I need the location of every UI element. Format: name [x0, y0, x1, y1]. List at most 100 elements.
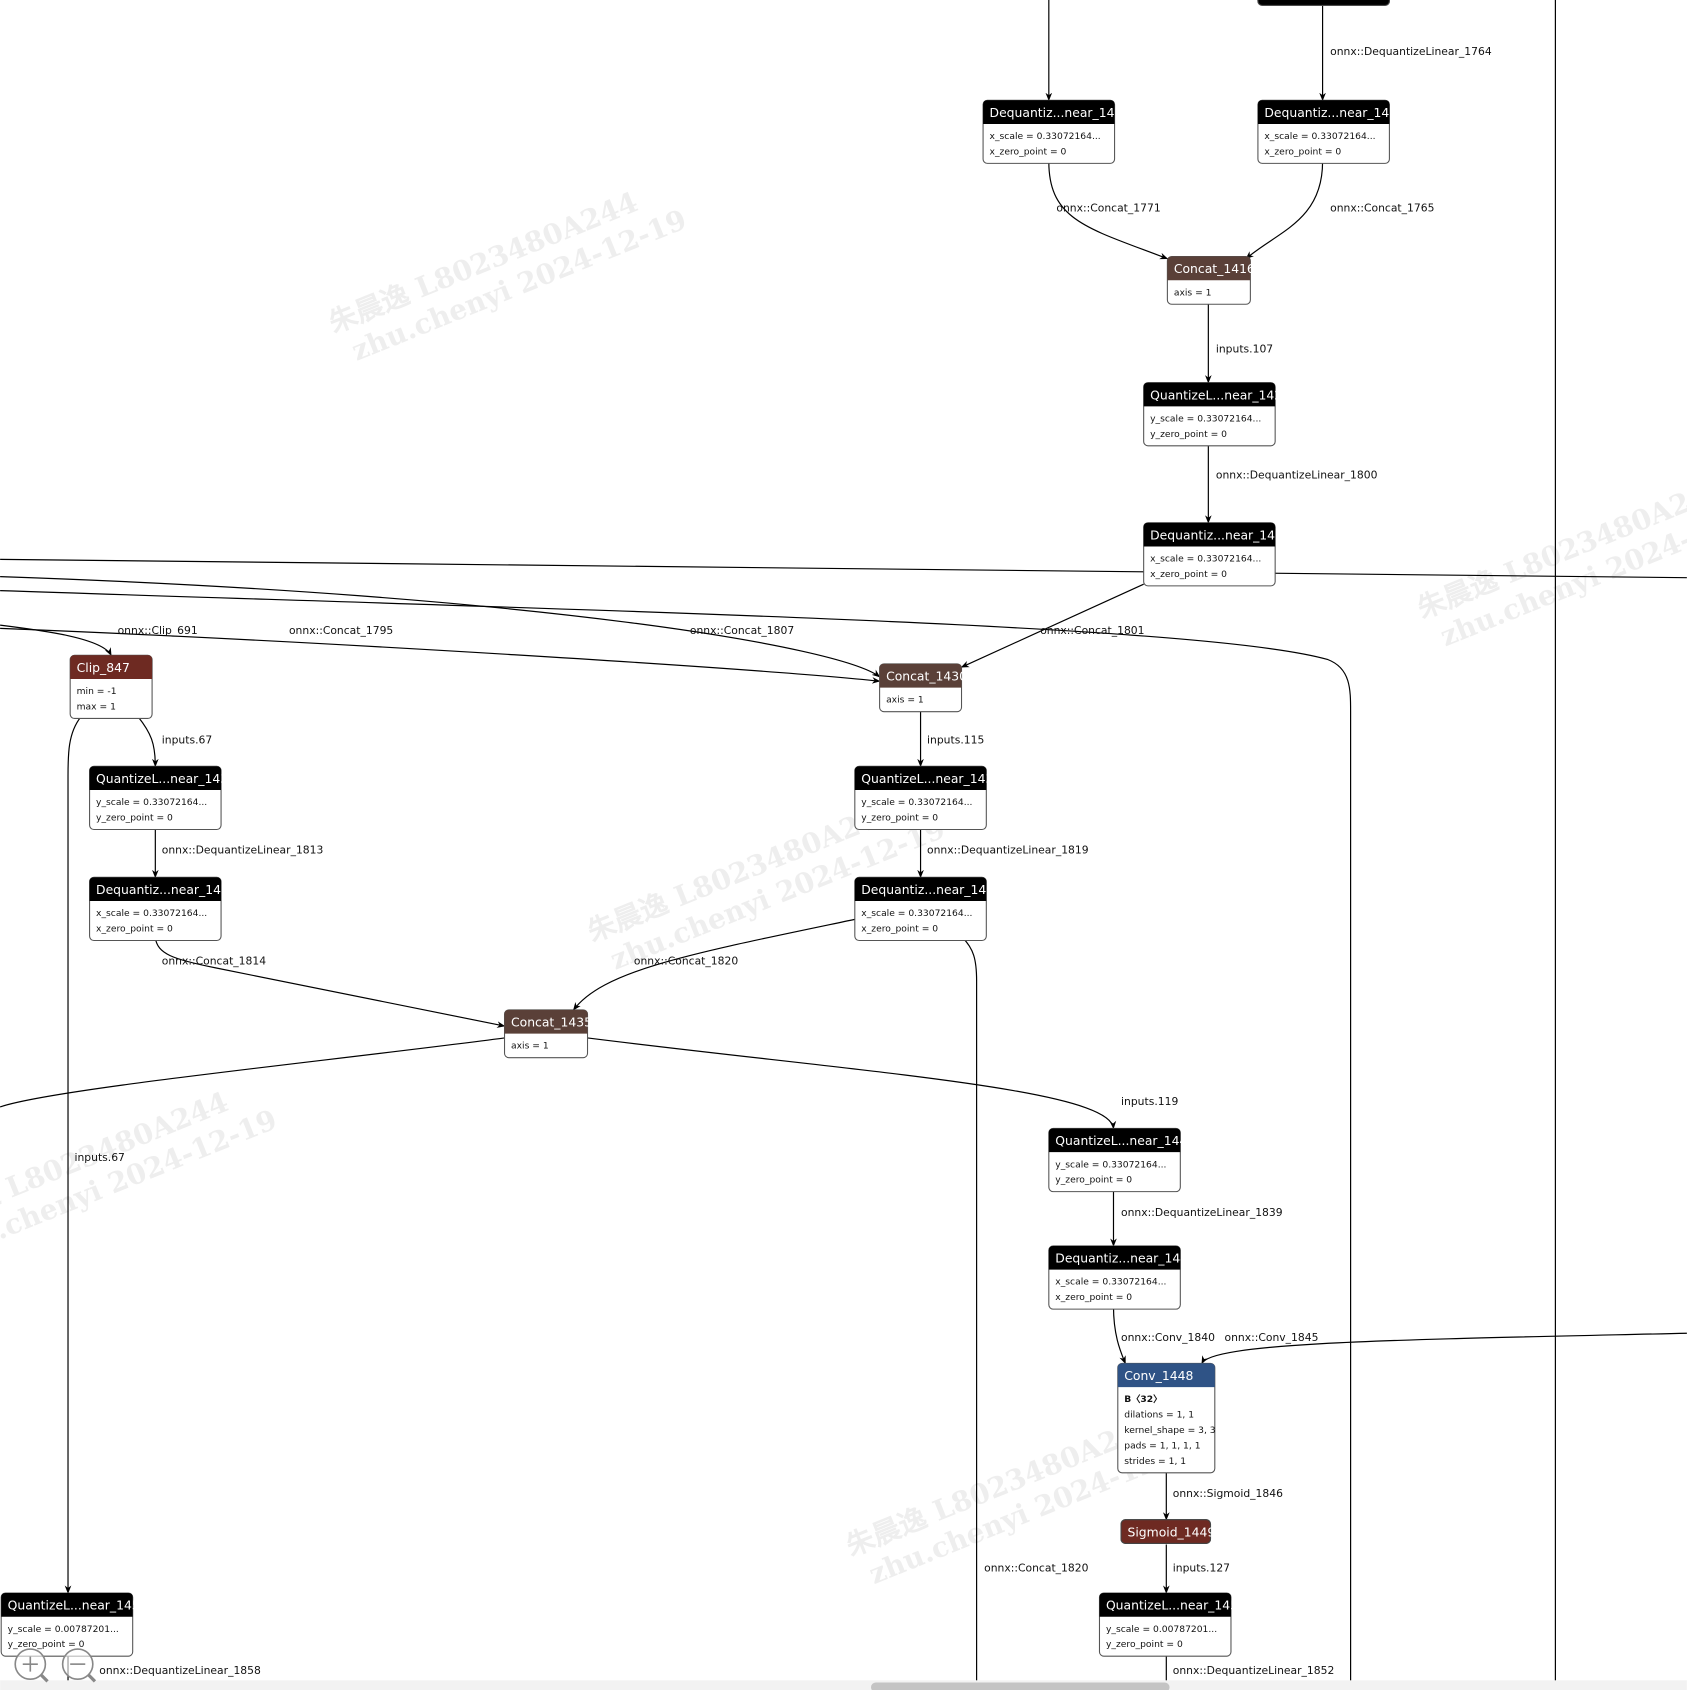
node-attribute: B〈32〉	[1124, 1394, 1162, 1405]
edge-label: onnx::Concat_1807	[690, 624, 794, 637]
node-title: Dequantiz...near_1427	[1150, 527, 1291, 542]
node-attribute: pads = 1, 1, 1, 1	[1124, 1440, 1200, 1451]
node-attribute: x_scale = 0.33072164...	[1055, 1277, 1166, 1288]
node-title: QuantizeL...near_1433	[861, 771, 1001, 786]
node-title: QuantizeL...near_1426	[1150, 387, 1290, 402]
node-attribute: y_scale = 0.33072164...	[1055, 1159, 1166, 1170]
graph-edge	[1201, 1332, 1687, 1365]
node-header	[1120, 1519, 1212, 1544]
graph-edge	[0, 1037, 505, 1108]
node-attribute: strides = 1, 1	[1124, 1456, 1186, 1467]
graph-edge	[587, 1037, 1117, 1130]
node-header	[1167, 256, 1251, 281]
edge-label: onnx::DequantizeLinear_1819	[927, 844, 1089, 857]
graph-node-top[interactable]	[1257, 0, 1390, 6]
zoom-in-button[interactable]	[14, 1648, 49, 1683]
edge-labels-layer: onnx::DequantizeLinear_1764onnx::Concat_…	[74, 45, 1491, 1677]
edge-label: inputs.67	[74, 1151, 124, 1164]
graph-edge	[0, 558, 1687, 579]
edge-label: inputs.107	[1216, 342, 1273, 355]
node-attribute: axis = 1	[511, 1041, 549, 1052]
node-title: QuantizeL...near_1450	[1106, 1598, 1246, 1613]
plus-icon	[22, 1656, 38, 1672]
graph-edge	[960, 583, 1144, 668]
node-attribute: x_zero_point = 0	[1150, 569, 1227, 580]
node-title: Concat_1430	[886, 669, 967, 684]
node-title: QuantizeL...near_1443	[1055, 1133, 1195, 1148]
graph-edge	[137, 716, 159, 768]
graph-node-q1426[interactable]: QuantizeL...near_1426 y_scale = 0.3307216…	[1143, 382, 1291, 447]
node-attribute: x_zero_point = 0	[1055, 1292, 1132, 1303]
graph-node-dq1432[interactable]: Dequantiz...near_1432 x_scale = 0.3307216…	[89, 876, 237, 942]
node-attribute: x_scale = 0.33072164...	[96, 908, 207, 919]
graph-edge	[962, 937, 978, 1682]
node-attribute: x_zero_point = 0	[990, 146, 1067, 157]
edge-label: onnx::Concat_1765	[1330, 201, 1434, 214]
edge-label: onnx::Clip_691	[118, 624, 198, 637]
node-title: Dequantiz...near_1432	[96, 882, 237, 897]
edge-label: onnx::DequantizeLinear_1800	[1216, 469, 1378, 482]
node-attribute: axis = 1	[886, 695, 924, 706]
node-attribute: axis = 1	[1174, 287, 1212, 298]
graph-edge	[573, 918, 855, 1011]
edge-label: onnx::Concat_1771	[1056, 201, 1160, 214]
graph-node-dq1444[interactable]: Dequantiz...near_1444 x_scale = 0.3307216…	[1048, 1245, 1196, 1310]
node-attribute: kernel_shape = 3, 3	[1124, 1425, 1216, 1436]
graph-edge	[0, 590, 1352, 1682]
edge-label: onnx::Concat_1814	[162, 955, 266, 968]
horizontal-scrollbar-track[interactable]	[0, 1680, 1687, 1690]
zoom-out-button[interactable]	[61, 1648, 97, 1683]
node-header	[504, 1009, 588, 1034]
node-title: Clip_847	[77, 660, 130, 675]
node-attribute: x_zero_point = 0	[96, 924, 173, 935]
node-attribute: y_scale = 0.33072164...	[1150, 413, 1261, 424]
node-header	[1143, 522, 1276, 547]
edge-label: onnx::DequantizeLinear_1858	[99, 1664, 261, 1677]
node-header	[89, 877, 222, 902]
graph-node-q1443[interactable]: QuantizeL...near_1443 y_scale = 0.3307216…	[1048, 1127, 1195, 1193]
node-header	[1257, 0, 1390, 6]
node-header	[89, 766, 222, 791]
node-attribute: max = 1	[77, 702, 116, 713]
node-header	[1117, 1363, 1215, 1388]
edge-label: onnx::DequantizeLinear_1839	[1121, 1206, 1283, 1219]
graph-edge	[1112, 1306, 1126, 1365]
zoom-handle-icon	[39, 1673, 49, 1683]
edge-label: onnx::Concat_1801	[1040, 624, 1144, 637]
edge-label: onnx::Conv_1845	[1225, 1331, 1319, 1344]
edge-label: onnx::DequantizeLinear_1852	[1173, 1664, 1335, 1677]
node-title: Dequantiz...near_1444	[1055, 1251, 1196, 1266]
node-attribute: y_zero_point = 0	[861, 813, 938, 824]
node-header	[983, 100, 1115, 124]
graph-node-sig1449[interactable]: Sigmoid_1449	[1120, 1519, 1215, 1544]
node-attribute: y_zero_point = 0	[8, 1639, 85, 1650]
node-header	[1143, 382, 1276, 407]
node-title: Conv_1448	[1124, 1368, 1193, 1383]
graph-edge	[1048, 161, 1169, 260]
node-header	[1257, 100, 1390, 124]
edge-label: onnx::Concat_1795	[289, 624, 393, 637]
node-attribute: x_zero_point = 0	[1264, 146, 1341, 157]
edge-label: onnx::Conv_1840	[1121, 1331, 1215, 1344]
edge-label: onnx::DequantizeLinear_1813	[162, 844, 324, 857]
node-attribute: y_zero_point = 0	[1055, 1175, 1132, 1186]
horizontal-scrollbar-thumb[interactable]	[870, 1682, 1170, 1690]
node-attribute: y_zero_point = 0	[1150, 429, 1227, 440]
